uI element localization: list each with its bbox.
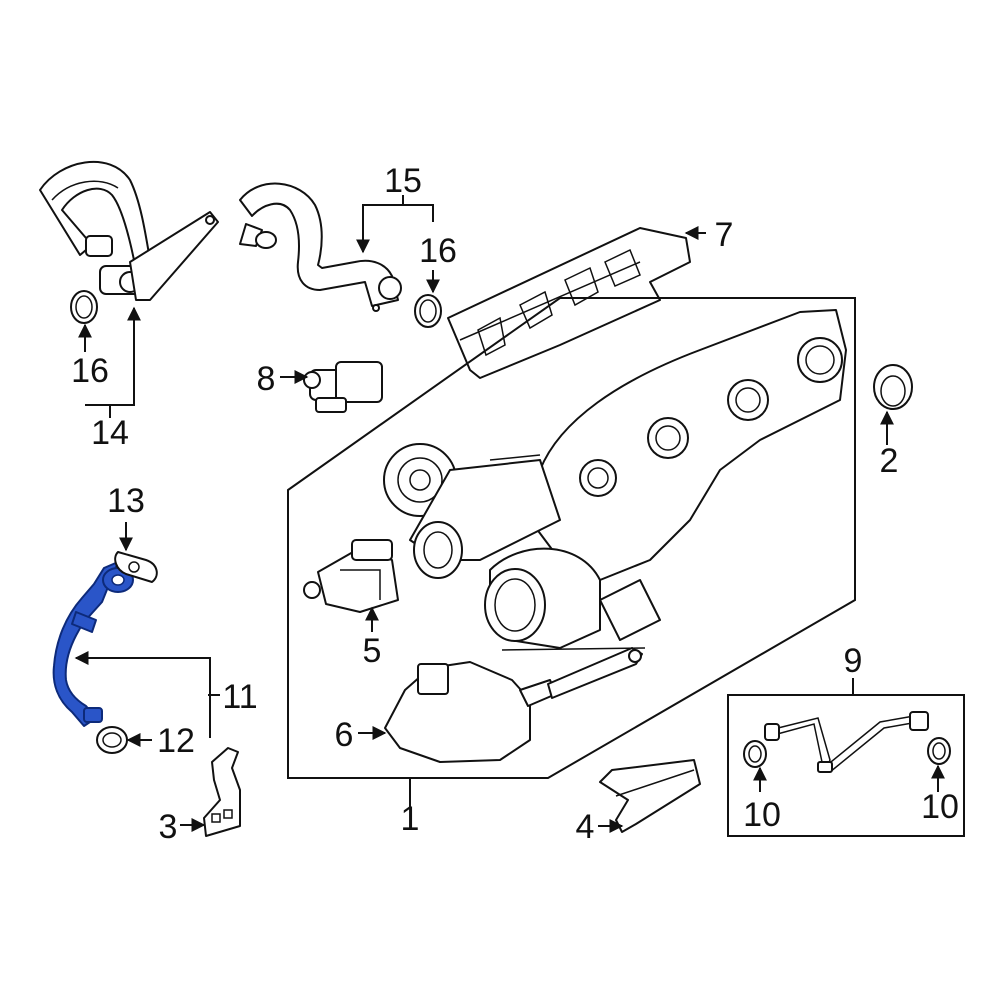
part-12-seal xyxy=(96,726,128,754)
part-9-frame xyxy=(727,694,965,837)
callout-16-right: 16 xyxy=(419,232,457,270)
part-8-valve xyxy=(303,361,383,413)
part-6-wastegate-actuator xyxy=(384,647,643,763)
callout-7: 7 xyxy=(715,216,734,254)
callout-16-left: 16 xyxy=(71,352,109,390)
callout-14: 14 xyxy=(91,414,129,452)
part-16-seal-left xyxy=(70,290,98,324)
leader-14 xyxy=(85,306,141,406)
callout-5: 5 xyxy=(363,632,382,670)
callout-13: 13 xyxy=(107,482,145,520)
callout-1: 1 xyxy=(401,800,420,838)
part-14-coolant-pipe xyxy=(39,160,219,301)
leader-15-bracket xyxy=(362,204,434,248)
part-4-support-bracket xyxy=(599,759,701,833)
callout-3: 3 xyxy=(159,808,178,846)
part-15-coolant-pipe xyxy=(239,182,402,312)
callout-2: 2 xyxy=(880,442,899,480)
leader-11 xyxy=(74,651,211,738)
callout-11: 11 xyxy=(222,678,257,716)
callout-9: 9 xyxy=(844,642,863,680)
callout-10-right: 10 xyxy=(921,788,959,826)
callout-6: 6 xyxy=(335,716,354,754)
part-10-seal-right xyxy=(927,737,951,765)
callout-10-left: 10 xyxy=(743,796,781,834)
part-3-bracket xyxy=(203,747,241,837)
part-5-actuator xyxy=(303,539,399,613)
part-9-oil-return-line xyxy=(764,711,929,773)
callout-4: 4 xyxy=(576,808,595,846)
part-1-frame xyxy=(287,297,856,779)
callout-15: 15 xyxy=(384,162,422,200)
part-7-heat-shield xyxy=(447,227,691,379)
part-10-seal-left xyxy=(743,740,767,768)
leader-lines xyxy=(74,195,945,833)
callout-labels: 1 2 3 4 5 6 7 8 9 10 10 11 12 13 14 15 1… xyxy=(71,162,959,846)
part-16-seal-right xyxy=(414,294,442,328)
part-11-oil-feed-pipe xyxy=(52,561,134,727)
part-13-gasket xyxy=(114,551,158,583)
part-2-gasket xyxy=(873,364,913,410)
callout-12: 12 xyxy=(157,722,195,760)
part-1-turbocharger xyxy=(383,309,847,651)
callout-8: 8 xyxy=(257,360,276,398)
